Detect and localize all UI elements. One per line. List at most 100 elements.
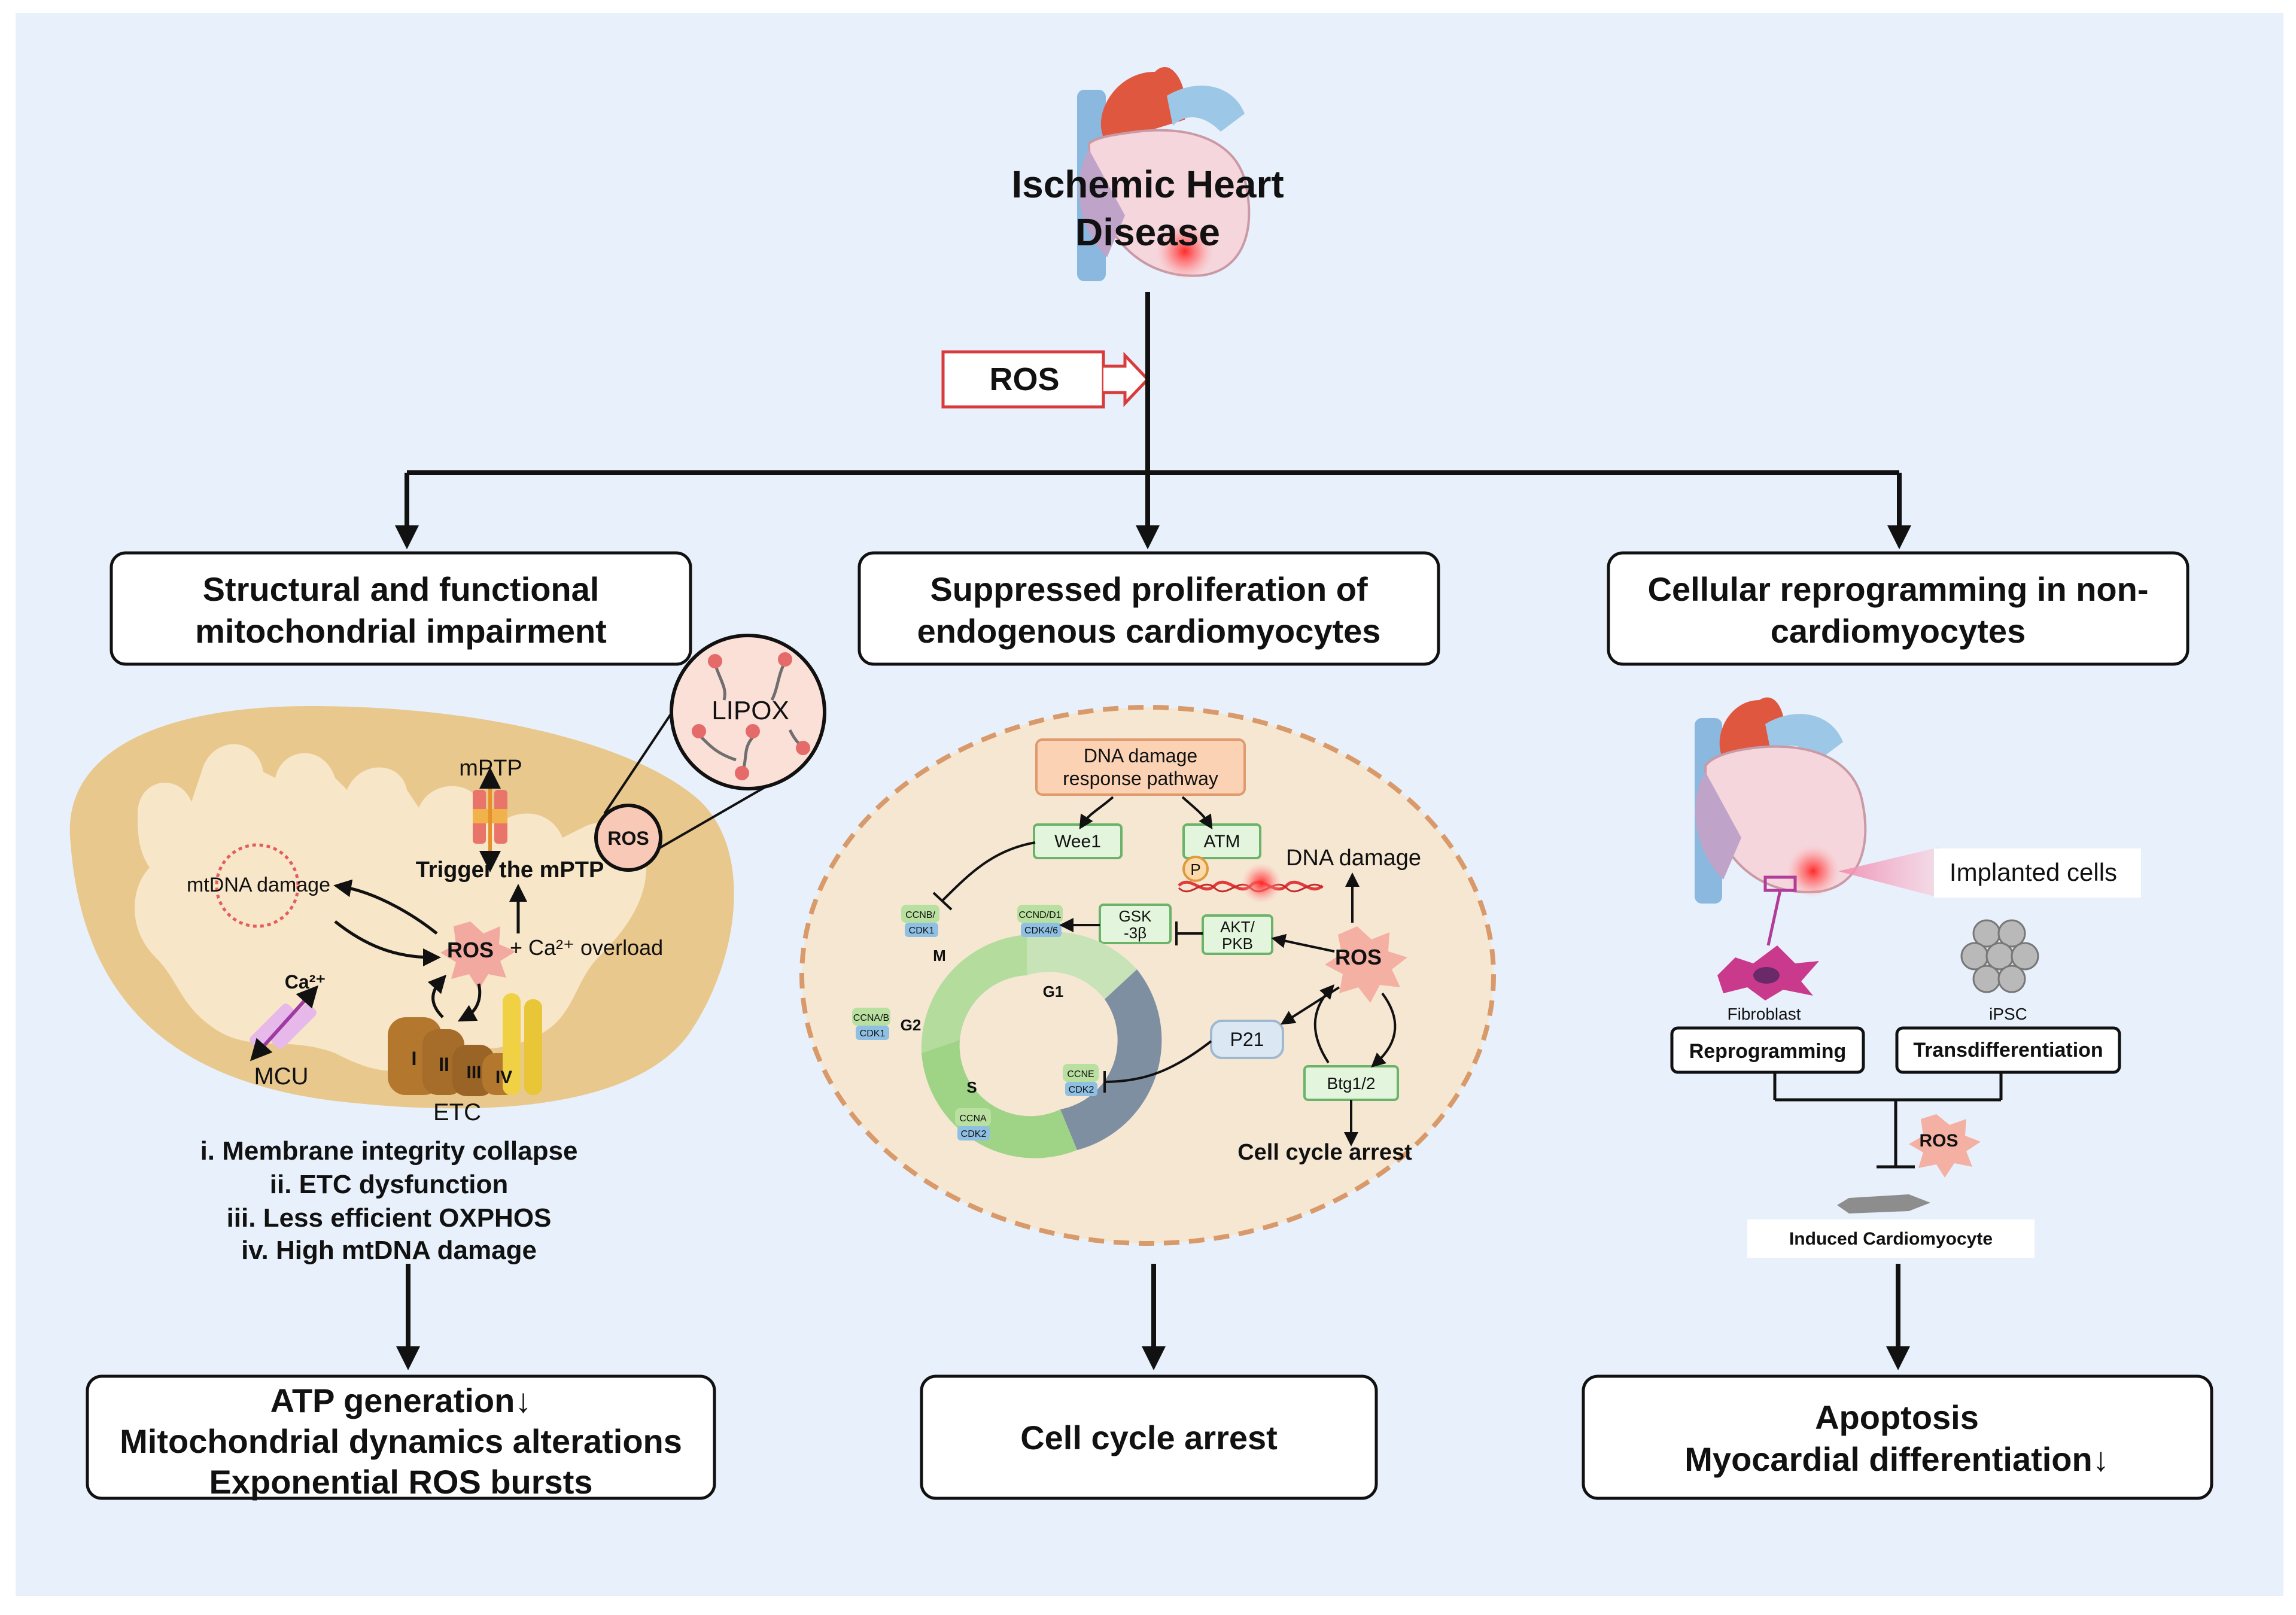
etc-label: ETC [433,1099,481,1126]
mito-ros-label: ROS [447,938,494,962]
header-3-line2: cardiomyocytes [1771,612,2026,650]
cyclin-complex-5 [955,1108,991,1140]
wee1-box [1033,823,1123,859]
dna-damage-label: DNA damage [1286,845,1421,871]
header-box-mitochondrial: Structural and functional mitochondrial … [110,551,692,666]
transdiff-label: Transdifferentiation [1913,1039,2103,1062]
cell-ros-star-icon [1325,926,1407,1003]
implanted-beam [1838,847,1939,898]
result-3-line1: Apoptosis [1815,1398,1979,1436]
ddr-line2: response pathway [1063,768,1218,789]
ros-label-box [941,350,1105,409]
header-2-line2: endogenous cardiomyocytes [917,612,1381,650]
header-3-line1: Cellular reprogramming in non- [1648,570,2149,608]
mito-arrows [333,879,527,1022]
right-heart-illustration [1695,697,1867,904]
reprogramming-box [1670,1026,1865,1074]
gsk-line1: GSK [1119,907,1152,925]
cell-ros-label: ROS [1335,945,1382,969]
cyclin-1-top: CCNB/ [905,910,935,920]
cyclin-4-bottom: CDK2 [1069,1085,1094,1095]
p21-box [1210,1020,1284,1059]
implanted-label: Implanted cells [1950,858,2117,886]
mcu-channel-icon [250,985,319,1062]
phospho-label: P [1190,860,1200,878]
induced-cardiomyocyte-icon [1837,1194,1930,1213]
gsk-line2: -3β [1124,924,1147,942]
cyclin-3-top: CCNA/B [853,1013,889,1023]
result-box-reprog [1582,1374,2213,1500]
phase-g1: G1 [1043,983,1064,1000]
mito-list-4: iv. High mtDNA damage [241,1236,537,1265]
etc-complexes-icon [388,993,542,1096]
cyclin-5-bottom: CDK2 [961,1129,987,1139]
reprog-ros-label: ROS [1919,1131,1958,1151]
header-box-reprogramming: Cellular reprogramming in non- cardiomyo… [1607,551,2189,666]
fibroblast-cell-icon [1717,945,1819,1000]
induced-label: Induced Cardiomyocyte [1789,1229,1993,1249]
header-1-line1: Structural and functional [203,570,600,608]
mcu-label: MCU [254,1063,308,1090]
mito-list-3: iii. Less efficient OXPHOS [227,1203,552,1233]
cyclin-complex-2 [1017,905,1063,937]
header-box-proliferation: Suppressed proliferation of endogenous c… [857,551,1440,666]
result-2-line1: Cell cycle arrest [1020,1419,1278,1456]
cyclin-complex-4 [1063,1064,1099,1096]
ipsc-label: iPSC [1989,1005,2027,1023]
reprog-connectors [1773,1072,2003,1169]
mito-list-2: ii. ETC dysfunction [270,1170,508,1199]
ros-label: ROS [989,361,1059,397]
ca-overload-label: + Ca²⁺ overload [510,935,663,960]
ddr-line1: DNA damage [1084,745,1197,767]
result-1-line2: Mitochondrial dynamics alterations [120,1422,682,1460]
cell-cycle-ring [921,932,1162,1158]
reprogramming-label: Reprogramming [1689,1040,1847,1063]
wee1-label: Wee1 [1054,832,1101,851]
cyclin-1-bottom: CDK1 [909,926,935,936]
ipsc-cluster-icon [1960,919,2039,993]
etc-complex-i: I [412,1048,417,1069]
top-title-line2: Disease [1075,211,1220,254]
result-box-cycle [920,1374,1378,1500]
atm-label: ATM [1203,832,1240,851]
mito-ros-star-icon [440,921,516,990]
reprog-ros-star-icon [1909,1114,1981,1178]
induced-label-box [1747,1219,2035,1258]
phase-m: M [933,947,946,965]
btg-label: Btg1/2 [1327,1074,1376,1093]
cyclin-complex-1 [901,905,939,937]
cyclin-3-bottom: CDK1 [860,1029,886,1039]
ddr-box [1035,738,1246,796]
p21-label: P21 [1230,1029,1264,1050]
ros-small-label: ROS [607,828,649,849]
mtdna-label: mtDNA damage [187,874,330,896]
result-1-line3: Exponential ROS bursts [209,1463,593,1501]
mito-list-1: i. Membrane integrity collapse [200,1136,578,1166]
cyclin-5-top: CCNA [959,1114,987,1124]
header-2-line1: Suppressed proliferation of [930,570,1368,608]
mptp-channel-icon [473,767,507,872]
cyclin-4-top: CCNE [1067,1069,1094,1079]
transdiff-box [1895,1026,2121,1074]
fibroblast-marker-line [1766,890,1782,946]
bottom-arrows [396,1264,1910,1370]
phase-s: S [966,1078,977,1096]
mtdna-ring-icon [215,843,300,928]
fibroblast-label: Fibroblast [1728,1005,1801,1023]
trigger-mptp-label: Trigger the mPTP [416,857,604,883]
cell-arrest-label: Cell cycle arrest [1237,1140,1412,1165]
etc-complex-ii: II [439,1054,449,1075]
etc-complex-iii: III [466,1063,481,1082]
result-box-mito [86,1374,716,1500]
header-1-line2: mitochondrial impairment [195,612,607,650]
dna-strand-icon [1178,856,1324,904]
cell-arrows [932,796,1397,1146]
ros-small-circle [594,804,662,872]
top-title-line1: Ischemic Heart [1011,163,1284,206]
akt-line1: AKT/ [1220,918,1255,936]
cyclin-2-top: CCND/D1 [1018,910,1061,920]
akt-line2: PKB [1222,935,1253,953]
top-heart-illustration [1077,66,1251,281]
cyclin-2-bottom: CDK4/6 [1024,926,1058,936]
